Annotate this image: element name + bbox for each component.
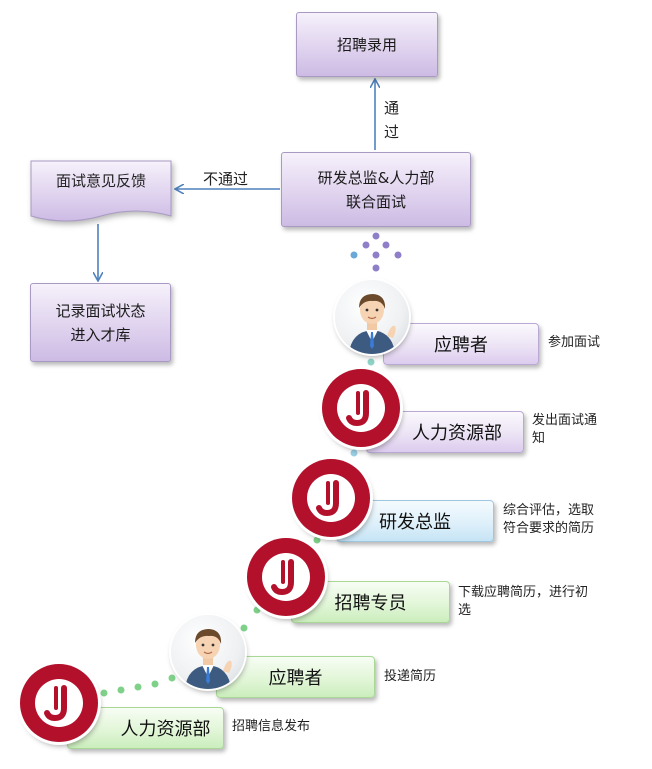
step-note-recruiter: 下载应聘简历，进行初 选 <box>458 584 588 620</box>
step-note-rd-director-line1: 综合评估，选取 <box>503 503 595 518</box>
step-label-hr-notify: 人力资源部 <box>412 423 502 444</box>
step-note-hr-notify-line2: 知 <box>532 431 546 446</box>
hire-box-label: 招聘录用 <box>336 35 397 54</box>
joint-interview-line2: 联合面试 <box>345 192 406 211</box>
step-label-hr-publish: 人力资源部 <box>120 719 211 740</box>
j-logo-icon <box>322 369 400 447</box>
record-status-box: 记录面试状态 进入才库 <box>30 283 171 362</box>
j-logo-icon <box>292 459 370 537</box>
j-logo-icon <box>20 664 98 742</box>
j-logo-icon <box>247 538 325 616</box>
step-note-recruiter-line1: 下载应聘简历，进行初 <box>458 585 589 600</box>
person-avatar-icon <box>171 615 245 689</box>
step-label-recruiter: 招聘专员 <box>334 593 407 614</box>
step-label-applicant-interview: 应聘者 <box>434 335 488 356</box>
step-label-applicant-submit: 应聘者 <box>268 668 323 689</box>
hire-box: 招聘录用 <box>296 12 438 77</box>
step-note-rd-director-line2: 符合要求的简历 <box>503 521 595 536</box>
step-note-applicant-interview: 参加面试 <box>548 335 601 350</box>
step-note-rd-director: 综合评估，选取 符合要求的简历 <box>503 502 594 538</box>
step-bar-hr-publish: 人力资源部 <box>67 707 224 749</box>
feedback-box-label: 面试意见反馈 <box>55 172 146 190</box>
step-note-recruiter-line2: 选 <box>458 603 472 618</box>
joint-interview-box: 研发总监&人力部 联合面试 <box>281 152 471 227</box>
pass-label-char1: 通 <box>384 99 400 117</box>
step-note-hr-notify-line1: 发出面试通 <box>532 413 598 428</box>
joint-interview-line1: 研发总监&人力部 <box>317 168 435 187</box>
record-line2: 进入才库 <box>70 325 131 344</box>
pass-label-char2: 过 <box>384 123 400 141</box>
top-dot-cluster <box>349 231 403 273</box>
step-label-rd-director: 研发总监 <box>379 512 451 533</box>
record-line1: 记录面试状态 <box>55 301 146 320</box>
step-note-hr-notify: 发出面试通 知 <box>532 412 597 448</box>
step-note-hr-publish: 招聘信息发布 <box>232 719 311 734</box>
person-avatar-icon <box>335 280 409 354</box>
step-note-applicant-submit: 投递简历 <box>384 669 437 684</box>
fail-label: 不通过 <box>203 170 249 188</box>
